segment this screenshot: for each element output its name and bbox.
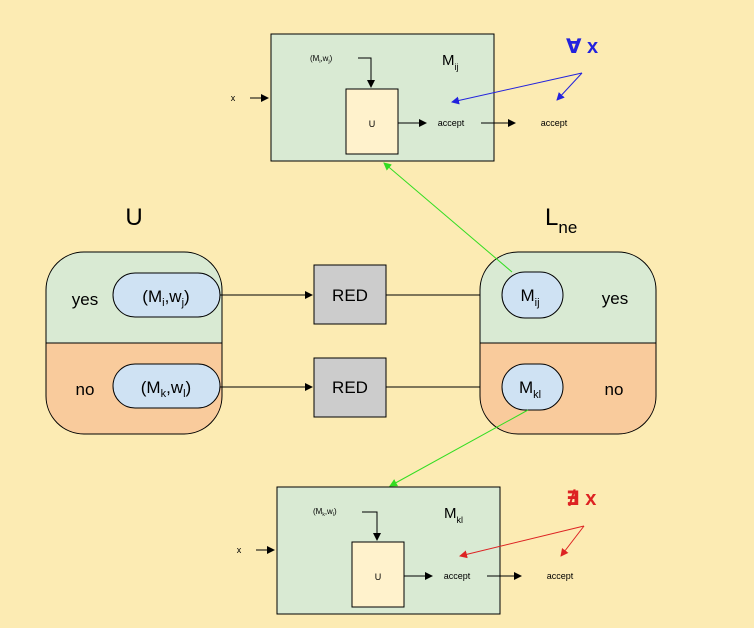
top-machine: Mij (Mi,wj) U x accept accept ∀ x xyxy=(231,33,598,162)
bottom-machine-pair: (Mk,wl) xyxy=(313,507,337,518)
right-yes-pill xyxy=(501,271,564,319)
top-u-label: U xyxy=(369,119,376,129)
bottom-u-box xyxy=(351,541,405,608)
bottom-u-label: U xyxy=(375,572,382,582)
left-yes-pill-label: (Mi,wj) xyxy=(142,287,189,309)
bottom-red-arrow-outer xyxy=(560,525,585,557)
right-set-title: Lne xyxy=(545,204,577,237)
top-blue-arrow-inner xyxy=(451,72,583,105)
top-blue-arrow-outer xyxy=(556,72,583,101)
top-u-box xyxy=(345,88,399,155)
left-no-pill-label: (Mk,wl) xyxy=(141,378,191,400)
top-input-label: x xyxy=(231,93,236,103)
right-no-pill xyxy=(501,363,564,411)
left-set: yes no (Mi,wj) (Mk,wl) xyxy=(45,251,223,435)
bottom-pair-arrow xyxy=(362,511,381,541)
top-machine-pair: (Mi,wj) xyxy=(310,54,333,65)
top-forall-quantifier: ∀ x xyxy=(566,36,598,58)
left-no-label: no xyxy=(76,380,95,399)
red-box-bottom-label: RED xyxy=(332,378,368,397)
bottom-not-exists-quantifier: ∄ x xyxy=(566,488,596,510)
red-box-bottom xyxy=(313,357,387,418)
right-no-pill-label: Mkl xyxy=(519,378,541,401)
left-no-pill xyxy=(112,363,221,409)
top-pair-arrow xyxy=(358,57,375,88)
left-yes-label: yes xyxy=(72,290,98,309)
bottom-red-arrow-inner xyxy=(459,525,585,559)
top-machine-name: Mij xyxy=(442,52,459,72)
right-yes-pill-label: Mij xyxy=(520,286,539,309)
top-accept-outer: accept xyxy=(541,118,568,128)
green-arrow-to-bottom-machine xyxy=(389,409,529,487)
right-yes-label: yes xyxy=(602,289,628,308)
bottom-accept-inner: accept xyxy=(444,571,471,581)
right-no-label: no xyxy=(605,380,624,399)
right-set: Mij Mkl yes no xyxy=(479,251,657,435)
left-set-title: U xyxy=(125,204,142,231)
bottom-input-label: x xyxy=(237,545,242,555)
top-accept-inner: accept xyxy=(438,118,465,128)
bottom-machine-name: Mkl xyxy=(444,505,463,525)
bottom-machine: Mkl (Mk,wl) U x accept accept ∄ x xyxy=(237,486,596,615)
bottom-accept-outer: accept xyxy=(547,571,574,581)
red-box-top-label: RED xyxy=(332,286,368,305)
green-arrow-to-top-machine xyxy=(383,162,513,273)
